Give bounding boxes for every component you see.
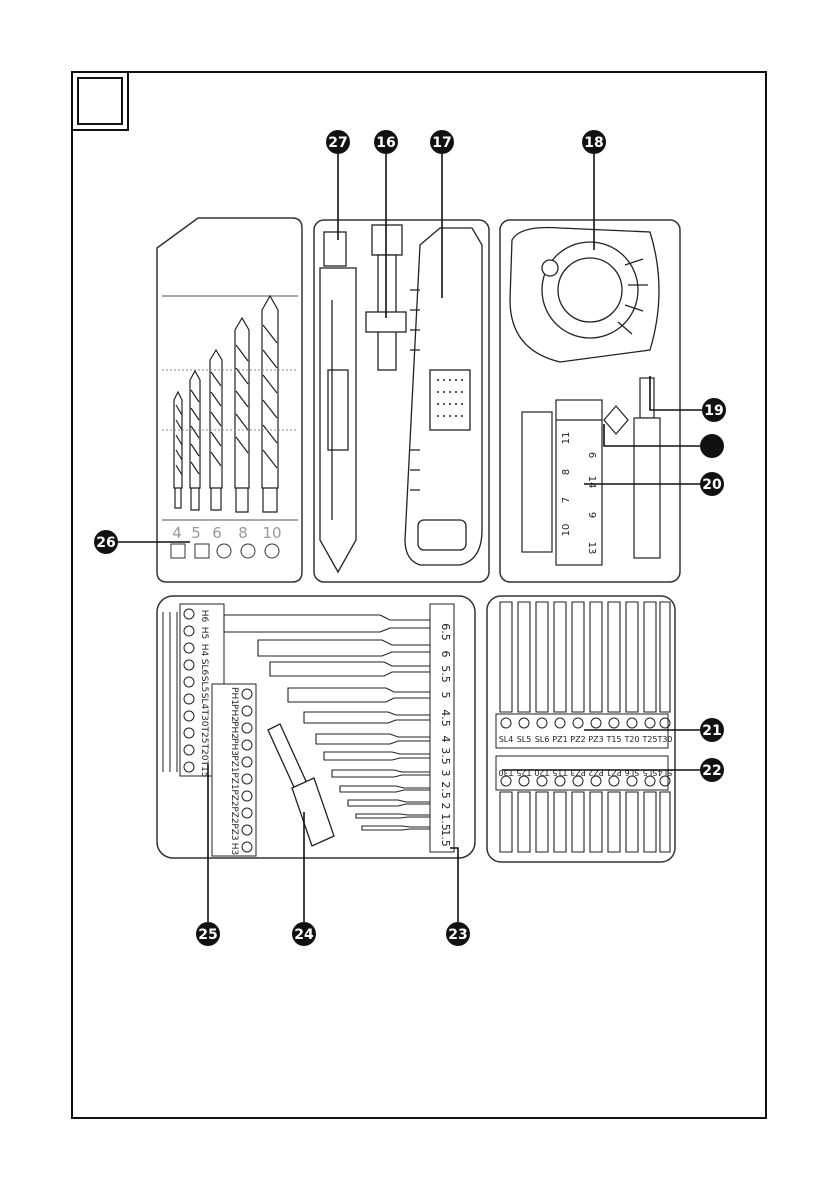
svg-text:26: 26 <box>96 535 115 551</box>
holder-label: PH2 <box>229 721 239 739</box>
drill-size: 6 <box>439 651 452 658</box>
holder-label: PH2 <box>229 704 239 722</box>
svg-text:22: 22 <box>702 763 721 779</box>
socket-size: 7 <box>561 497 572 503</box>
svg-text:25: 25 <box>198 927 217 943</box>
socket-size: 8 <box>561 469 572 475</box>
callout-18: 18 <box>582 130 606 154</box>
svg-text:18: 18 <box>584 135 603 151</box>
drill-size: 5 <box>439 692 452 699</box>
marker-pen <box>320 232 356 572</box>
svg-text:21: 21 <box>702 723 721 739</box>
bit-label: T20 <box>623 735 639 744</box>
holder-label: SL4 <box>199 693 209 710</box>
callout-26: 26 <box>94 530 118 554</box>
holder-label: PH3 <box>229 738 239 756</box>
holder-labels-a: H6 H5 H4 SL6 SL5 SL4 T30 T25 T20 T15 <box>199 610 209 778</box>
drill-size: 6.5 <box>439 623 452 641</box>
wood-drill-case: 4 5 6 8 10 <box>157 218 302 582</box>
holder-label: H4 <box>199 644 209 657</box>
holder-label: T25 <box>199 726 209 744</box>
holder-label: PZ1 <box>229 772 239 789</box>
drill-size: 1.5 <box>439 813 452 831</box>
bit-label: PZ3 <box>588 735 603 744</box>
callout-16: 16 <box>374 130 398 154</box>
drill-size: 1.5 <box>439 829 452 847</box>
callout-22: 22 <box>700 758 724 782</box>
holder-label: H6 <box>199 610 209 623</box>
drill-size: 2.5 <box>439 781 452 799</box>
wood-drill-size: 6 <box>212 524 222 542</box>
drill-size-labels: 6.5 6 5.5 5 4.5 4 3.5 3 2.5 2 1.5 1.5 <box>439 623 452 847</box>
svg-text:19: 19 <box>704 403 723 419</box>
svg-text:27: 27 <box>328 135 347 151</box>
bit-label: T25 <box>641 735 657 744</box>
holder-label: H3 <box>229 843 239 856</box>
drill-size: 5.5 <box>439 665 452 683</box>
holder-label: PH1 <box>229 687 239 705</box>
bit-label: PZ1 <box>552 735 567 744</box>
callout-23: 23 <box>446 922 470 946</box>
svg-text:20: 20 <box>702 477 722 493</box>
drill-size: 4.5 <box>439 709 452 727</box>
socket-size: 13 <box>586 542 597 555</box>
callout-24: 24 <box>292 922 316 946</box>
holder-label: PZ1 <box>229 755 239 772</box>
bit-label: T15 <box>605 735 621 744</box>
callout-20: 20 <box>700 472 724 496</box>
wood-drill-size: 5 <box>191 524 201 542</box>
wood-drill-size: 10 <box>262 524 281 542</box>
holder-label: PZ2 <box>229 789 239 806</box>
wood-drill-size: 8 <box>238 524 248 542</box>
drill-size: 3.5 <box>439 747 452 765</box>
svg-text:17: 17 <box>432 135 451 151</box>
bit-label: SL5 <box>517 735 532 744</box>
bit-labels-top: SL4 SL5 SL6 PZ1 PZ2 PZ3 T15 T20 T25 T30 <box>499 735 673 744</box>
socket-size: 9 <box>586 512 597 518</box>
hss-drill-case: 6.5 6 5.5 5 4.5 4 3.5 3 2.5 2 1.5 1.5 H6… <box>157 596 475 858</box>
holder-label: PZ2 <box>229 806 239 823</box>
holder-labels-b: PH1 PH2 PH2 PH3 PZ1 PZ1 PZ2 PZ2 PZ3 H3 <box>229 687 239 855</box>
holder-label: H5 <box>199 627 209 640</box>
socket-size: 14 <box>586 476 597 489</box>
bit-label: SL6 <box>535 735 550 744</box>
holder-label: T30 <box>199 709 209 727</box>
holder-label: T20 <box>199 743 209 761</box>
socket-size: 11 <box>561 432 572 445</box>
svg-text:23: 23 <box>448 927 467 943</box>
figure-index-box <box>72 72 128 130</box>
tape-measure <box>510 228 659 363</box>
holder-label: SL6 <box>199 659 209 676</box>
socket-size: 6 <box>586 452 597 458</box>
drill-size: 4 <box>439 736 452 743</box>
bit-label: PZ2 <box>570 735 585 744</box>
callout-19: 19 <box>702 398 726 422</box>
callout-25: 25 <box>196 922 220 946</box>
bit-case: SL4 SL5 SL6 PZ1 PZ2 PZ3 T15 T20 T25 T30 … <box>487 596 675 862</box>
callout-21: 21 <box>700 718 724 742</box>
holder-label: SL5 <box>199 676 209 692</box>
svg-text:16: 16 <box>376 135 395 151</box>
callout-blank <box>700 434 724 458</box>
bit-label: SL4 <box>499 735 514 744</box>
cutter-case <box>314 220 489 582</box>
holder-label: PZ3 <box>229 823 239 840</box>
callout-27: 27 <box>326 130 350 154</box>
svg-text:24: 24 <box>294 927 314 943</box>
socket-size: 10 <box>561 524 572 537</box>
bit-label: T30 <box>656 735 672 744</box>
drill-size: 2 <box>439 803 452 810</box>
tape-socket-case: 11 6 8 14 7 9 10 13 <box>500 220 680 582</box>
callout-17: 17 <box>430 130 454 154</box>
wood-drill-size: 4 <box>172 524 182 542</box>
drill-size: 3 <box>439 770 452 777</box>
